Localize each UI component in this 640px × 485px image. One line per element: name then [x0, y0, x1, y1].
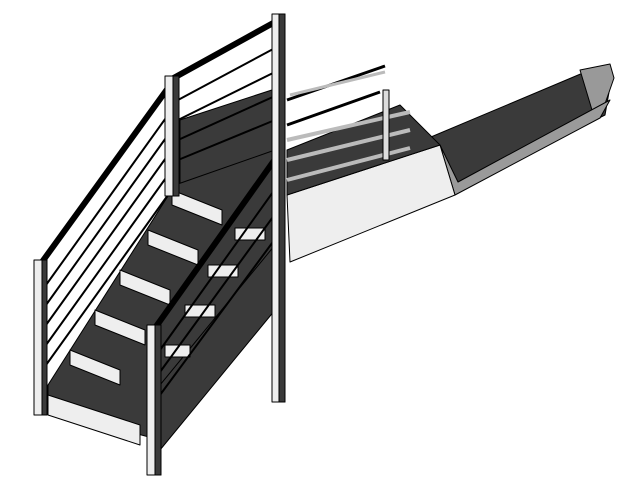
upper-flight [286, 63, 615, 263]
handrails [39, 19, 281, 396]
newel-posts [33, 13, 286, 476]
